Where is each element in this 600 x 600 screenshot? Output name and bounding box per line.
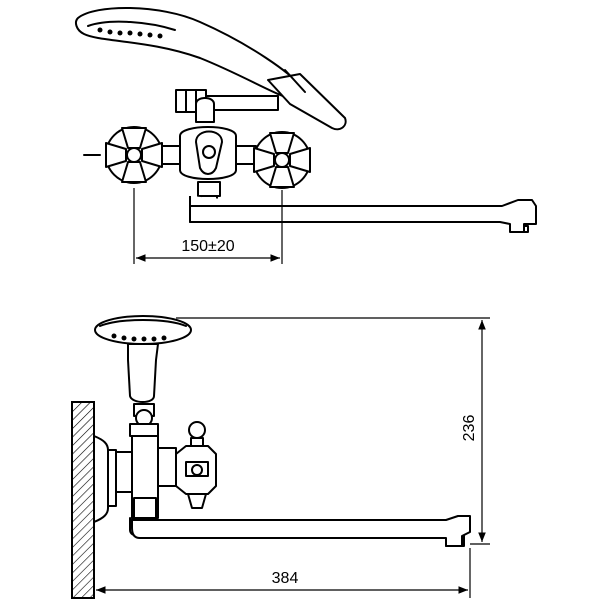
left-handle-top xyxy=(83,126,163,184)
right-handle-top xyxy=(253,131,311,189)
top-view: 150±20 xyxy=(75,7,537,264)
dimension-label-spacing: 150±20 xyxy=(181,238,234,255)
nozzle-row-side xyxy=(111,333,167,342)
wall-section xyxy=(71,401,95,599)
handle-side xyxy=(175,421,217,509)
shower-head-side xyxy=(94,315,192,403)
spout-side xyxy=(129,515,471,547)
shower-connector xyxy=(129,403,159,437)
nozzle-row xyxy=(97,27,163,39)
dimension-height: 236 xyxy=(176,317,490,545)
shower-holder xyxy=(175,89,279,123)
dimension-label-reach: 384 xyxy=(272,570,299,587)
dimension-label-height: 236 xyxy=(461,415,478,442)
dimension-reach: 384 xyxy=(93,522,471,598)
spout-top xyxy=(189,196,537,233)
side-view: 236 384 xyxy=(71,315,490,599)
wall-flange xyxy=(93,435,117,523)
mixer-body-top xyxy=(159,126,257,207)
dimension-handle-spacing: 150±20 xyxy=(133,188,283,264)
mixer-body-side xyxy=(115,435,177,519)
shower-head-top xyxy=(75,7,347,131)
